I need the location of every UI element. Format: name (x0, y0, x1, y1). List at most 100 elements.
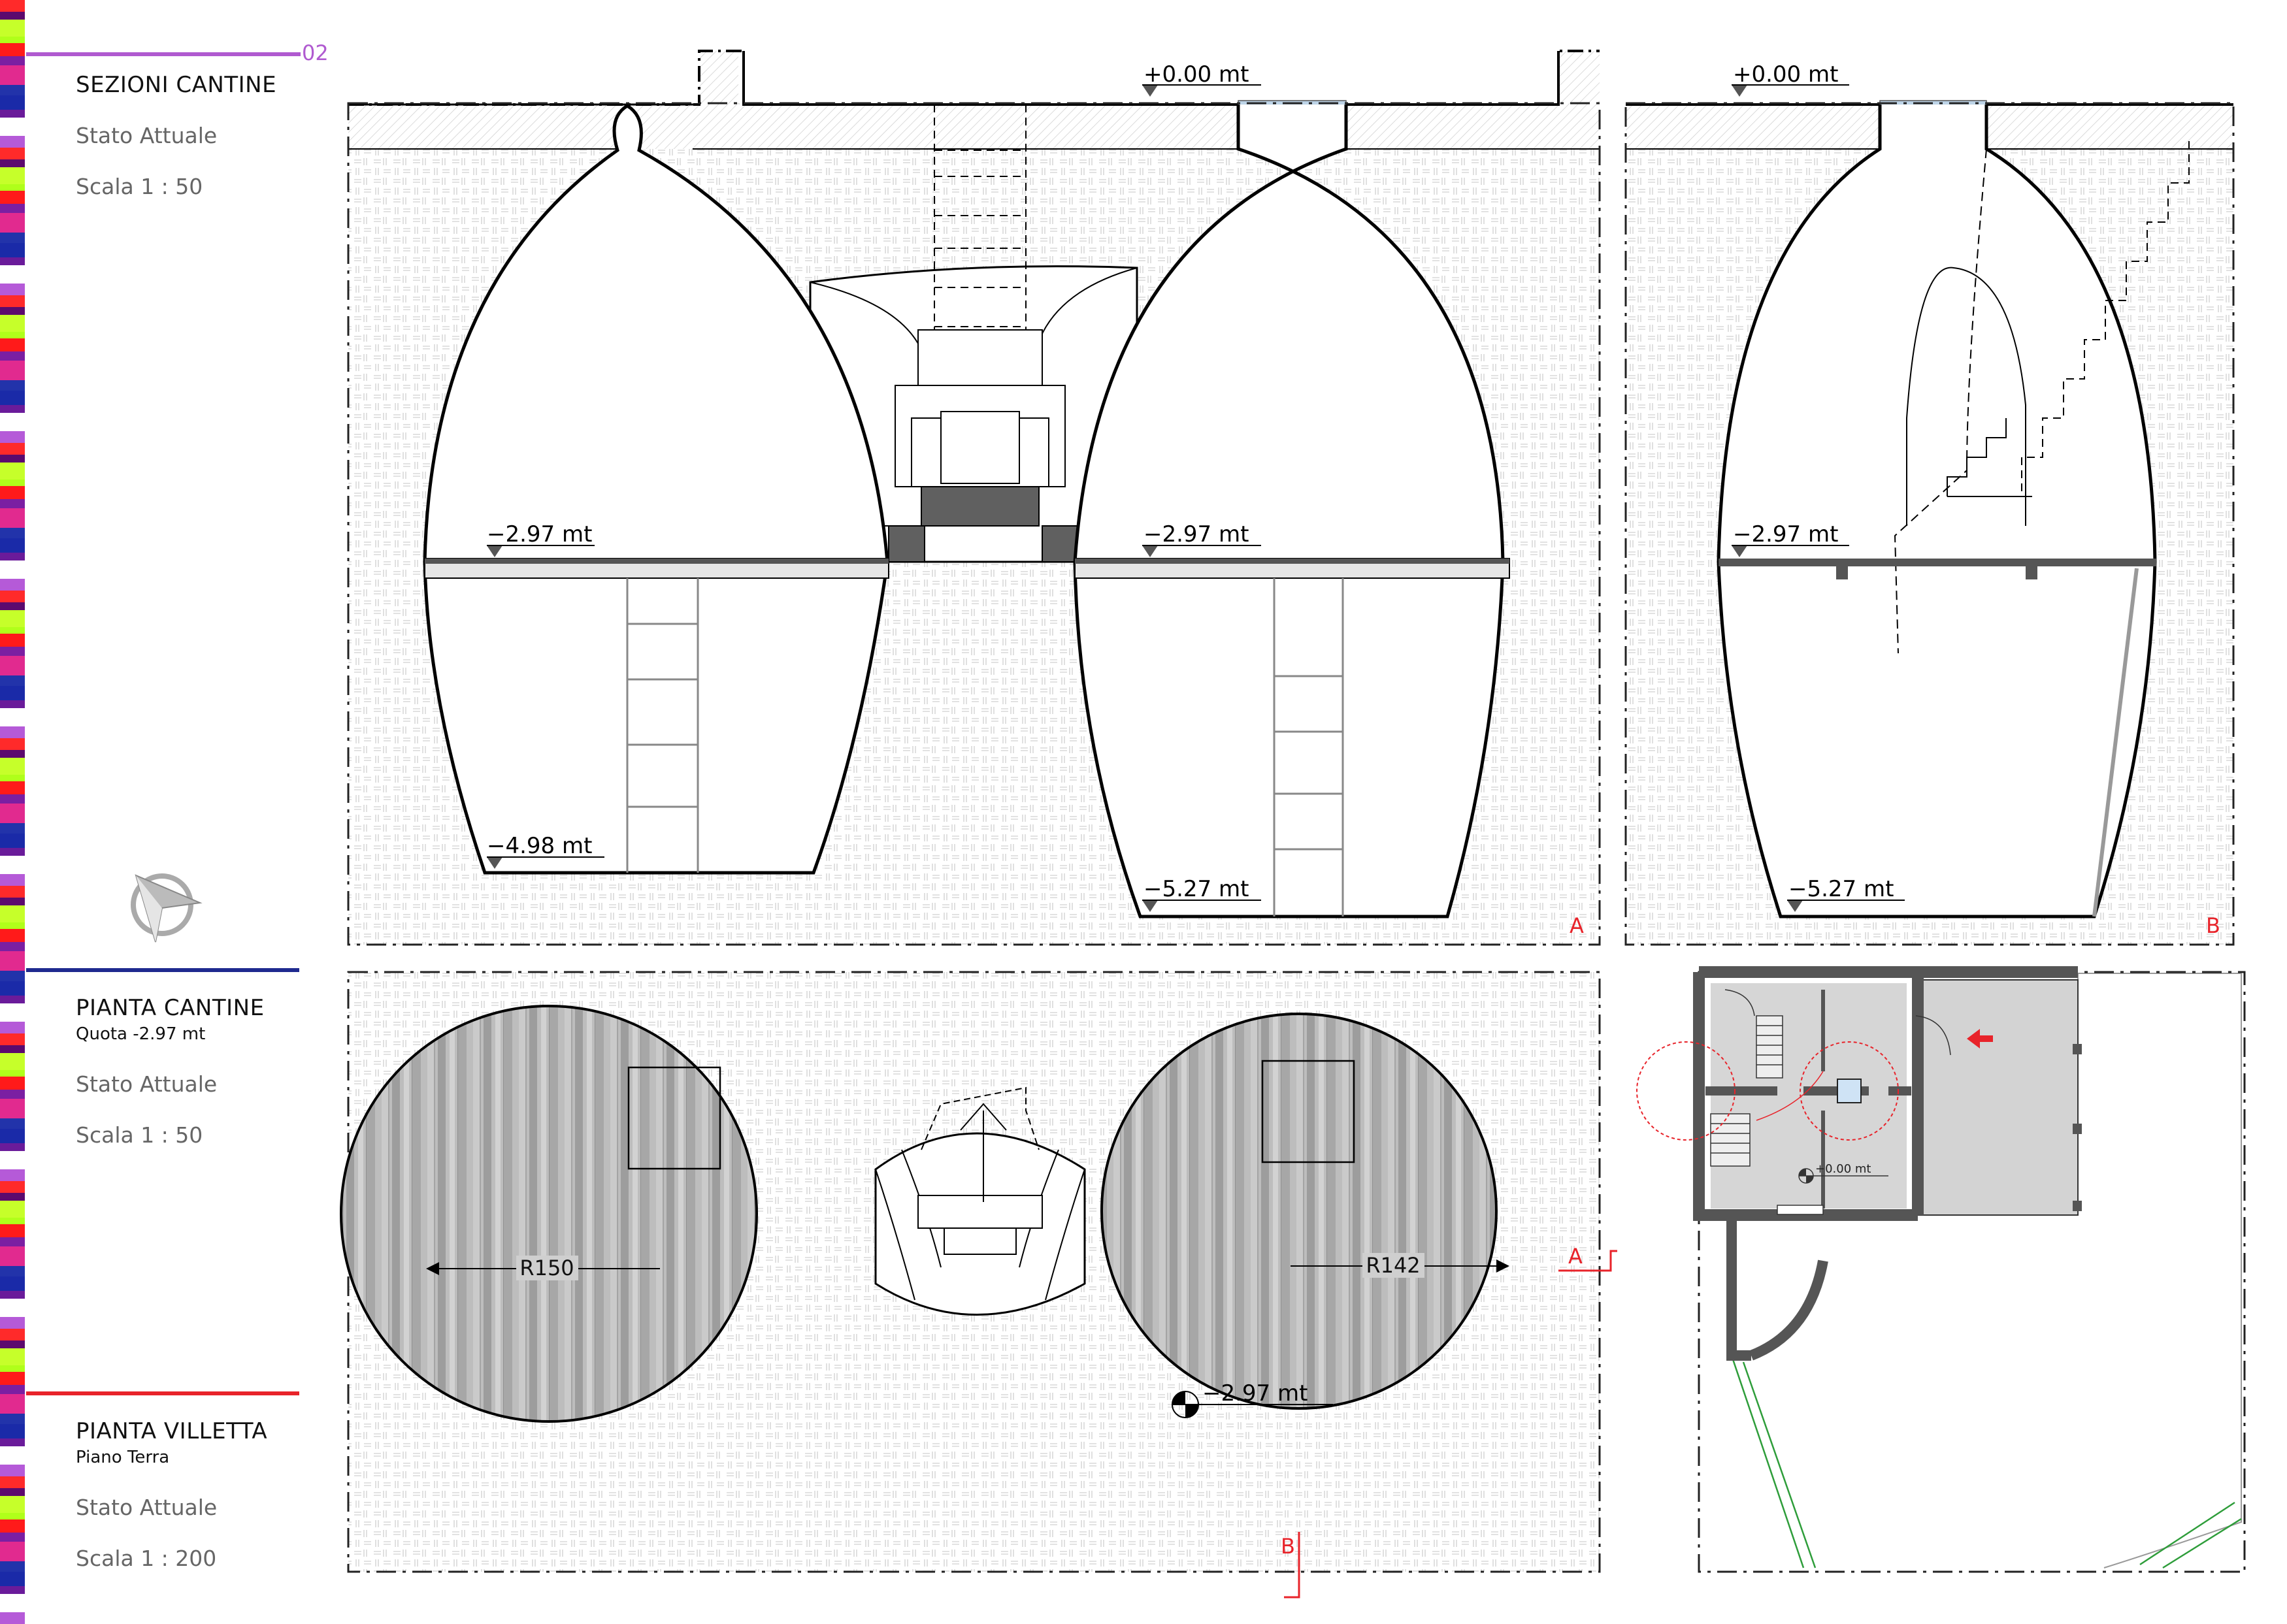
color-strip-band (0, 136, 25, 148)
color-strip-band (0, 1533, 25, 1542)
color-strip-band (0, 295, 25, 307)
color-strip-band (0, 553, 25, 560)
color-strip-band (0, 848, 25, 856)
color-strip-band (0, 700, 25, 708)
color-strip-band (0, 20, 25, 37)
color-strip (0, 0, 25, 1624)
color-strip-band (0, 823, 25, 834)
color-strip-band (0, 1488, 25, 1496)
color-strip-band (0, 579, 25, 591)
color-strip-band (0, 443, 25, 455)
color-strip-band (0, 486, 25, 499)
svg-text:−2.97 mt: −2.97 mt (1733, 521, 1838, 547)
pianta-cantine-subtitle: Quota -2.97 mt (76, 1024, 206, 1044)
section-b: +0.00 mt −2.97 mt −5.27 mt B (1624, 61, 2235, 946)
right-cellar-floor (1100, 1013, 1498, 1410)
color-strip-band (0, 167, 25, 184)
left-radius-label: R150 (519, 1256, 574, 1280)
color-strip-band (0, 338, 25, 351)
color-strip-band (0, 1329, 25, 1340)
color-strip-band (0, 265, 25, 284)
pianta-villetta-subtitle: Piano Terra (76, 1448, 170, 1467)
color-strip-band (0, 1340, 25, 1348)
sezioni-title: SEZIONI CANTINE (76, 72, 277, 98)
color-strip-band (0, 1246, 25, 1266)
color-strip-band (0, 634, 25, 647)
color-strip-band (0, 1542, 25, 1561)
color-strip-band (0, 781, 25, 794)
level-marker-bottom-left: −4.98 mt (487, 833, 604, 869)
color-strip-band (0, 257, 25, 265)
color-strip-band (0, 560, 25, 579)
pianta-villetta-state: Stato Attuale (76, 1495, 218, 1520)
color-strip-band (0, 1586, 25, 1594)
color-strip-band (0, 243, 25, 257)
section-rule-3 (26, 1391, 299, 1395)
color-strip-band (0, 118, 25, 136)
color-strip-band (0, 110, 25, 118)
color-strip-band (0, 528, 25, 538)
svg-text:−2.97 mt: −2.97 mt (1202, 1380, 1308, 1406)
level-marker-bottom-right: −5.27 mt (1142, 876, 1261, 912)
level-marker-villa: +0.00 mt (1798, 1162, 1888, 1184)
color-strip-band (0, 610, 25, 627)
entrance-arrow-icon (1967, 1029, 1993, 1048)
color-strip-band (0, 1276, 25, 1291)
color-strip-band (0, 499, 25, 508)
color-strip-band (0, 1266, 25, 1276)
color-strip-band (0, 1291, 25, 1299)
color-strip-band (0, 1169, 25, 1181)
color-strip-band (0, 213, 25, 233)
right-radius-label: R142 (1366, 1253, 1420, 1278)
villa-plan: +0.00 mt (1636, 966, 2246, 1573)
pianta-cantine-title: PIANTA CANTINE (76, 995, 265, 1021)
color-strip-band (0, 463, 25, 479)
color-strip-band (0, 1348, 25, 1365)
color-strip-band (0, 1045, 25, 1053)
page-number: 02 (302, 41, 329, 65)
color-strip-band (0, 794, 25, 804)
color-strip-band (0, 65, 25, 85)
color-strip-band (0, 1446, 25, 1465)
pianta-cantine-state: Stato Attuale (76, 1071, 218, 1097)
color-strip-band (0, 479, 25, 486)
color-strip-band (0, 874, 25, 886)
color-strip-band (0, 405, 25, 413)
cut-marker-b: B (1281, 1532, 1300, 1599)
svg-text:−5.27 mt: −5.27 mt (1144, 876, 1249, 902)
svg-text:−5.27 mt: −5.27 mt (1788, 876, 1894, 902)
color-strip-band (0, 726, 25, 738)
color-strip-band (0, 675, 25, 686)
color-strip-band (0, 647, 25, 656)
color-strip-band (0, 686, 25, 700)
color-strip-band (0, 315, 25, 332)
color-strip-band (0, 1003, 25, 1022)
color-strip-band (0, 538, 25, 553)
color-strip-band (0, 1496, 25, 1513)
pianta-villetta-scale: Scala 1 : 200 (76, 1546, 217, 1571)
cellar-plan: R150 R142 −2.97 mt A B (340, 971, 1617, 1599)
color-strip-band (0, 380, 25, 391)
color-strip-band (0, 284, 25, 295)
sezioni-scale: Scala 1 : 50 (76, 174, 203, 199)
color-strip-band (0, 1414, 25, 1424)
sezioni-state: Stato Attuale (76, 123, 218, 148)
color-strip-band (0, 391, 25, 405)
svg-text:B: B (1281, 1534, 1295, 1559)
color-strip-band (0, 1201, 25, 1218)
section-b-vessel (1717, 105, 2157, 918)
color-strip-band (0, 981, 25, 996)
color-strip-band (0, 738, 25, 750)
color-strip-band (0, 1218, 25, 1224)
color-strip-band (0, 1385, 25, 1394)
color-strip-band (0, 898, 25, 905)
color-strip-band (0, 627, 25, 634)
color-strip-band (0, 455, 25, 463)
color-strip-band (0, 1365, 25, 1372)
color-strip-band (0, 431, 25, 443)
color-strip-band (0, 413, 25, 431)
color-strip-band (0, 1594, 25, 1612)
color-strip-band (0, 656, 25, 675)
svg-text:+0.00 mt: +0.00 mt (1815, 1162, 1871, 1176)
color-strip-band (0, 332, 25, 338)
